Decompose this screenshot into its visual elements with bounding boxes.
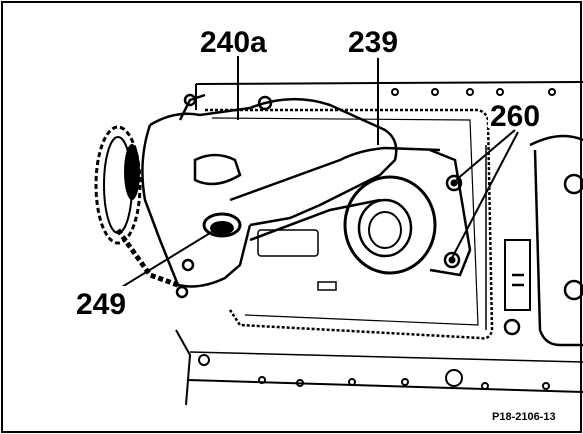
callout-239: 239 — [348, 26, 398, 59]
bolt-hole-icon — [466, 88, 474, 96]
engine-block — [175, 81, 583, 406]
strainer-cap — [343, 148, 472, 277]
callout-bg — [488, 98, 552, 128]
bolt-hole-icon — [391, 88, 399, 96]
callout-260: 260 — [490, 100, 540, 133]
bolt-hole-icon — [445, 369, 463, 387]
callout-249: 249 — [76, 288, 126, 321]
callout-bg — [346, 24, 408, 54]
bolt-icon — [445, 174, 463, 192]
chain-sprocket — [94, 125, 179, 288]
bolt-hole-icon — [258, 376, 266, 384]
callout-bg — [74, 286, 134, 316]
callout-240a: 240a — [200, 26, 267, 59]
bolt-hole-icon — [496, 88, 504, 96]
bolt-hole-icon — [348, 378, 356, 386]
callout-bg — [198, 24, 280, 54]
figure-reference: P18-2106-13 — [492, 411, 556, 423]
leader-lines — [116, 56, 519, 291]
bolt-hole-icon — [481, 382, 489, 390]
bolt-hole-icon — [431, 88, 439, 96]
bolt-hole-icon — [198, 354, 210, 366]
bolt-hole-icon — [401, 378, 409, 386]
bolt-icon — [443, 251, 461, 269]
bolt-hole-icon — [542, 382, 550, 390]
leader-260-lower — [451, 131, 519, 259]
leader-260-upper — [455, 129, 516, 181]
leader-249 — [116, 229, 216, 291]
oil-pump-body — [141, 93, 441, 299]
bolt-hole-icon — [296, 379, 304, 387]
crank-assembly — [485, 134, 583, 347]
pan-cover — [205, 108, 494, 340]
bolt-hole-icon — [548, 88, 556, 96]
